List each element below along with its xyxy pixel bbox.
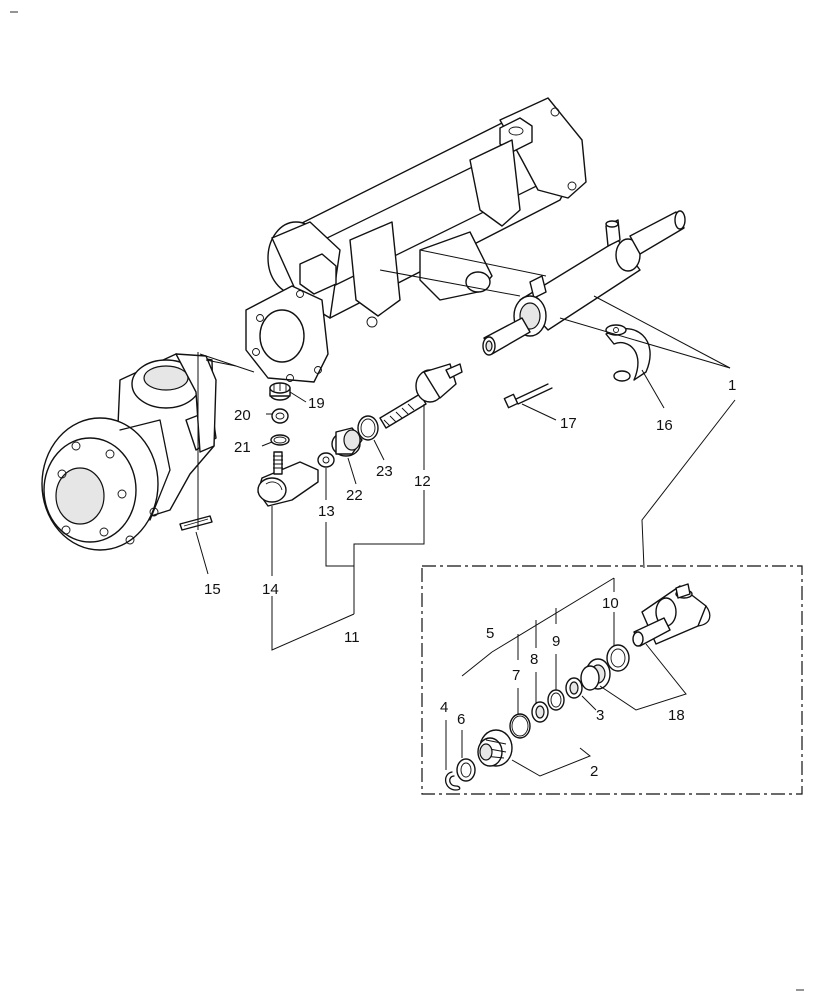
axle-beam-housing (245, 97, 587, 383)
callout-2: 2 (590, 763, 598, 780)
detail-ring-8 (531, 701, 549, 723)
castle-nut-19 (269, 382, 291, 401)
callout-1: 1 (728, 377, 736, 394)
detail-o-ring-7 (509, 713, 531, 739)
callout-17: 17 (560, 415, 577, 432)
dust-boot-22 (331, 427, 363, 457)
cotter-pin-15 (179, 515, 213, 531)
callout-19: 19 (308, 395, 325, 412)
steering-knuckle-hub (41, 353, 217, 551)
callout-6: 6 (457, 711, 465, 728)
callout-16: 16 (656, 417, 673, 434)
callout-4: 4 (440, 699, 448, 716)
callout-14: 14 (262, 581, 279, 598)
callout-13: 13 (318, 503, 335, 520)
callout-22: 22 (346, 487, 363, 504)
detail-circlip-4 (445, 771, 461, 791)
steering-cylinder (482, 210, 686, 356)
callout-10: 10 (602, 595, 619, 612)
callout-21: 21 (234, 439, 251, 456)
callout-23: 23 (376, 463, 393, 480)
callout-20: 20 (234, 407, 251, 424)
seal-ring-23 (357, 415, 379, 441)
tie-rod-12 (379, 363, 463, 429)
callout-7: 7 (512, 667, 520, 684)
callout-labels: 1 2 3 4 5 6 7 8 9 10 11 12 13 14 15 16 1… (204, 377, 736, 780)
callout-18: 18 (668, 707, 685, 724)
callout-8: 8 (530, 651, 538, 668)
detail-inset-frame (421, 565, 803, 795)
detail-wiper-6 (456, 758, 476, 782)
lock-nut-13 (317, 452, 335, 468)
o-ring-21 (270, 434, 290, 446)
callout-12: 12 (414, 473, 431, 490)
detail-ring-10 (606, 644, 630, 672)
callout-15: 15 (204, 581, 221, 598)
tie-rod-end-14 (257, 451, 319, 507)
detail-ring-9 (547, 689, 565, 711)
bolt-17 (503, 383, 553, 409)
detail-piston-seal-18 (580, 658, 611, 691)
callout-9: 9 (552, 633, 560, 650)
washer-20 (271, 408, 289, 424)
detail-leader-lines (445, 577, 687, 777)
detail-gland-2 (477, 729, 513, 767)
detail-bushing-3 (565, 677, 583, 699)
detail-cylinder-end (632, 583, 711, 647)
callout-11: 11 (344, 629, 360, 646)
callout-3: 3 (596, 707, 604, 724)
leader-lines (195, 249, 736, 651)
callout-5: 5 (486, 625, 494, 642)
